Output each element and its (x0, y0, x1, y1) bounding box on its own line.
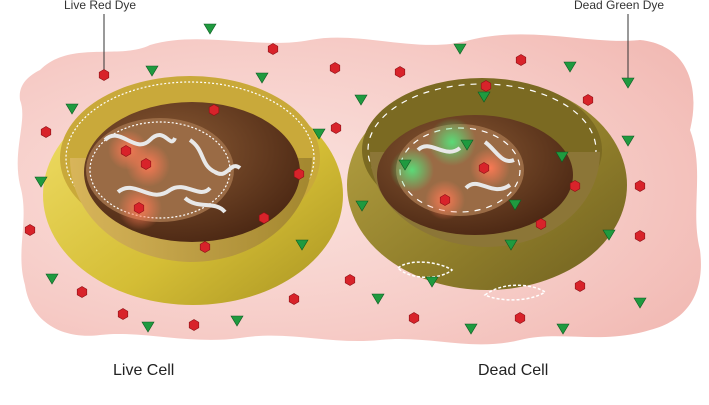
red-dye-molecule (409, 313, 419, 324)
red-dye-molecule (134, 203, 144, 214)
red-dye-molecule (189, 320, 199, 331)
red-dye-molecule (141, 159, 151, 170)
red-dye-molecule (294, 169, 304, 180)
red-dye-molecule (41, 127, 51, 138)
red-dye-molecule (583, 95, 593, 106)
red-dye-molecule (118, 309, 128, 320)
red-dye-molecule (479, 163, 489, 174)
red-dye-molecule (536, 219, 546, 230)
red-dye-molecule (575, 281, 585, 292)
red-dye-molecule (77, 287, 87, 298)
red-dye-molecule (481, 81, 491, 92)
red-dye-molecule (635, 231, 645, 242)
red-dye-molecule (440, 195, 450, 206)
red-dye-molecule (515, 313, 525, 324)
live-red-dye-label: Live Red Dye (64, 0, 136, 12)
red-dye-molecule (345, 275, 355, 286)
red-dye-molecule (268, 44, 278, 55)
red-dye-molecule (395, 67, 405, 78)
red-dye-molecule (516, 55, 526, 66)
red-dye-molecule (259, 213, 269, 224)
red-dye-molecule (200, 242, 210, 253)
red-dye-molecule (635, 181, 645, 192)
red-dye-molecule (121, 146, 131, 157)
live-cell-label: Live Cell (113, 362, 174, 380)
red-dye-molecule (289, 294, 299, 305)
green-dye-molecule (204, 24, 216, 34)
dead-green-dye-label: Dead Green Dye (574, 0, 664, 12)
green-glow (390, 148, 434, 192)
red-dye-molecule (25, 225, 35, 236)
red-dye-molecule (209, 105, 219, 116)
dead-cell-label: Dead Cell (478, 362, 548, 380)
red-dye-molecule (99, 70, 109, 81)
red-dye-molecule (330, 63, 340, 74)
red-dye-molecule (331, 123, 341, 134)
red-dye-molecule (570, 181, 580, 192)
